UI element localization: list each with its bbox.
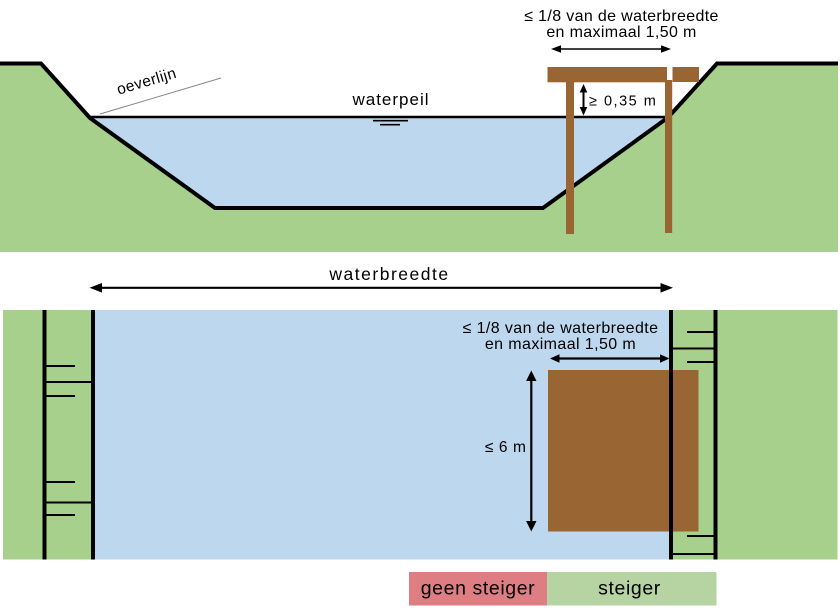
svg-text:waterpeil: waterpeil (351, 90, 429, 109)
svg-text:≤ 6 m: ≤ 6 m (485, 439, 527, 456)
svg-text:steiger: steiger (598, 578, 661, 600)
svg-text:≤ 1/8 van de waterbreedte: ≤ 1/8 van de waterbreedte (463, 320, 659, 337)
svg-text:waterbreedte: waterbreedte (328, 264, 449, 284)
svg-text:en maximaal 1,50 m: en maximaal 1,50 m (546, 24, 696, 41)
svg-text:≤ 1/8 van de waterbreedte: ≤ 1/8 van de waterbreedte (524, 8, 719, 25)
svg-text:≥ 0,35 m: ≥ 0,35 m (589, 94, 657, 110)
svg-text:geen steiger: geen steiger (421, 578, 536, 600)
svg-text:en maximaal 1,50 m: en maximaal 1,50 m (485, 336, 636, 353)
